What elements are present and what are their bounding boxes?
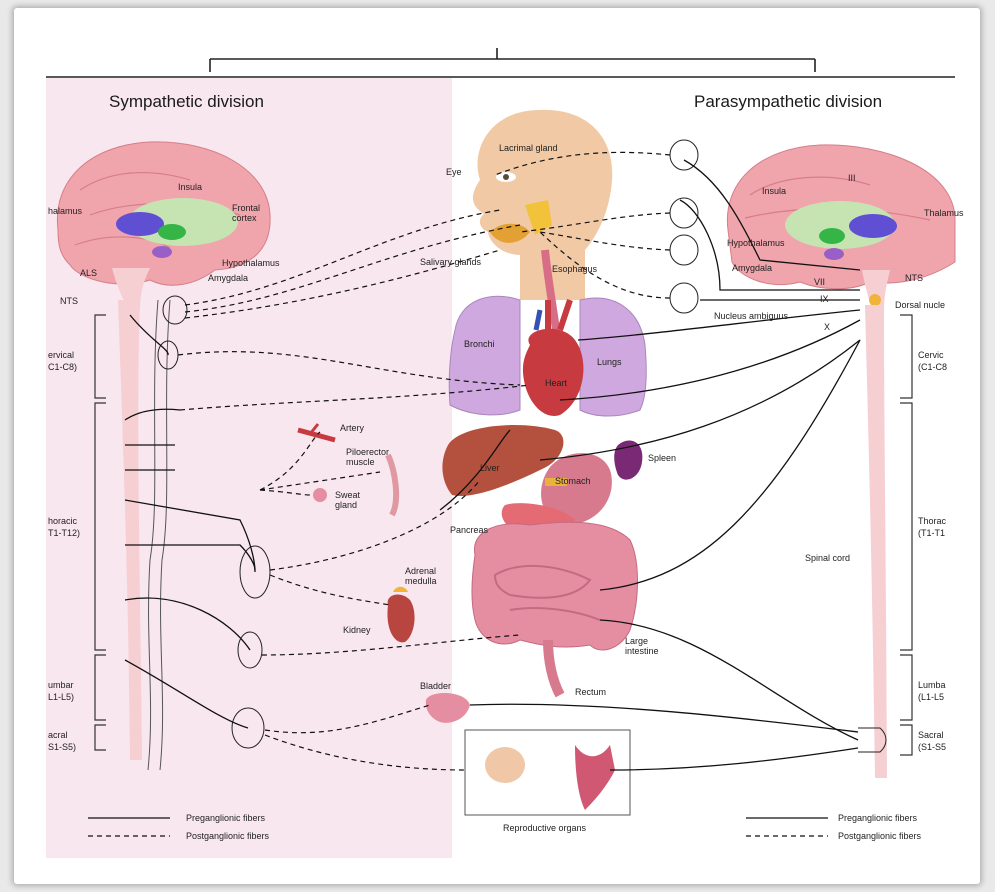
right-lumbar-label: Lumba (918, 680, 946, 690)
large-intestine-label: Large intestine (625, 636, 675, 656)
right-thalamus-label: Thalamus (924, 208, 964, 218)
stomach-label: Stomach (555, 476, 591, 486)
right-dorsal-nucleus-label: Dorsal nucle (895, 300, 945, 310)
right-thoracic-range: (T1-T1 (918, 528, 945, 538)
heart-label: Heart (545, 378, 567, 388)
piloerector-muscle-label: Piloerector muscle (346, 447, 388, 467)
eye-label: Eye (446, 167, 462, 177)
sweat-gland-label: Sweat gland (335, 490, 365, 510)
right-spinal-cord (865, 305, 887, 778)
right-amygdala-label: Amygdala (732, 263, 772, 273)
pancreas-label: Pancreas (450, 525, 488, 535)
left-lumbar-label: umbar (48, 680, 74, 690)
sympathetic-header: Sympathetic division (109, 92, 264, 112)
left-thoracic-range: T1-T12) (48, 528, 80, 538)
right-legend-preganglionic: Preganglionic fibers (838, 813, 917, 823)
left-insula-label: Insula (178, 182, 202, 192)
salivary-glands-label: Salivary glands (420, 257, 481, 267)
right-x-label: X (824, 322, 830, 332)
liver-label: Liver (480, 463, 500, 473)
right-iii-label: III (848, 173, 856, 183)
left-cervical-label: ervical (48, 350, 74, 360)
right-spine-brackets (900, 315, 912, 755)
abdominal-organs (442, 425, 642, 530)
left-sacral-range: S1-S5) (48, 742, 76, 752)
kidney-label: Kidney (343, 625, 371, 635)
left-hypothalamus-label: Hypothalamus (222, 258, 280, 268)
left-amygdala-label: Amygdala (208, 273, 248, 283)
spleen-label: Spleen (648, 453, 676, 463)
left-nts-label: NTS (60, 296, 78, 306)
right-thoracic-label: Thorac (918, 516, 946, 526)
left-thalamus-label: halamus (48, 206, 82, 216)
left-legend-preganglionic: Preganglionic fibers (186, 813, 265, 823)
reproductive-organs-label: Reproductive organs (503, 823, 586, 833)
rectum-label: Rectum (575, 687, 606, 697)
left-lumbar-range: L1-L5) (48, 692, 74, 702)
left-als-label: ALS (80, 268, 97, 278)
right-lumbar-range: (L1-L5 (918, 692, 944, 702)
right-sacral-label: Sacral (918, 730, 944, 740)
bronchi-label: Bronchi (464, 339, 495, 349)
lacrimal-gland-label: Lacrimal gland (499, 143, 558, 153)
right-insula-label: Insula (762, 186, 786, 196)
right-cervical-range: (C1-C8 (918, 362, 947, 372)
right-cervical-label: Cervic (918, 350, 944, 360)
top-bracket (46, 48, 955, 77)
artery-label: Artery (340, 423, 364, 433)
right-hypothalamus-label: Hypothalamus (727, 238, 785, 248)
adrenal-medulla-label: Adrenal medulla (405, 566, 445, 586)
parasympathetic-header: Parasympathetic division (694, 92, 882, 112)
left-thoracic-label: horacic (48, 516, 77, 526)
esophagus-label: Esophagus (552, 264, 597, 274)
right-vii-label: VII (814, 277, 825, 287)
right-brain (727, 145, 955, 312)
left-frontal-cortex-label: Frontal cortex (232, 203, 266, 223)
right-legend-postganglionic: Postganglionic fibers (838, 831, 921, 841)
left-cervical-range: C1-C8) (48, 362, 77, 372)
bladder-label: Bladder (420, 681, 451, 691)
intestines-illustration (472, 522, 638, 695)
left-sacral-label: acral (48, 730, 68, 740)
right-nts-label: NTS (905, 273, 923, 283)
spinal-cord-label: Spinal cord (805, 553, 850, 563)
lungs-label: Lungs (597, 357, 622, 367)
right-ix-label: IX (820, 294, 829, 304)
right-sacral-range: (S1-S5 (918, 742, 946, 752)
right-nucleus-ambiguus-label: Nucleus ambiguus (714, 311, 788, 321)
reproductive-box (465, 730, 630, 815)
left-legend-postganglionic: Postganglionic fibers (186, 831, 269, 841)
